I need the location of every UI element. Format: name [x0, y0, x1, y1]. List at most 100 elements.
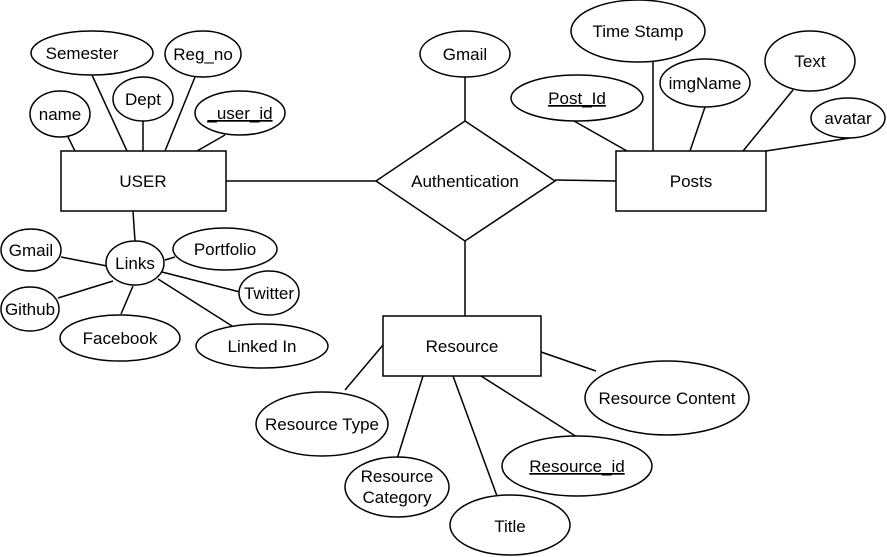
connector-resource-content — [540, 351, 597, 372]
connectors — [57, 62, 851, 497]
attribute-semester-ellipse — [30, 30, 154, 76]
attribute-links-linkedin-ellipse — [195, 323, 329, 369]
entity-posts-box — [615, 150, 767, 212]
attribute-avatar-label: avatar — [824, 109, 872, 128]
attribute-avatar: avatar — [810, 97, 886, 139]
attribute-userid-ellipse — [194, 90, 286, 136]
connector-posts-imgname — [689, 106, 706, 152]
connector-links-github — [57, 280, 114, 299]
relationship-authentication: Authentication — [374, 120, 557, 242]
attribute-links-gmail-label: Gmail — [9, 241, 53, 260]
attribute-links: Links — [105, 240, 165, 286]
connector-links-portfolio — [164, 256, 176, 261]
attribute-semester: Semester — [30, 30, 154, 76]
attribute-resource-type: Resource Type — [255, 391, 389, 457]
attribute-postid: Post_Id — [510, 74, 644, 122]
entity-user-box — [60, 150, 227, 212]
attribute-resource-id: Resource_id — [501, 435, 653, 497]
entity-user-label: USER — [119, 172, 166, 191]
attribute-regno-ellipse — [164, 30, 242, 78]
attribute-resource-type-ellipse — [255, 391, 389, 457]
attribute-links-facebook-ellipse — [59, 314, 181, 362]
attribute-links-gmail-ellipse — [0, 228, 62, 272]
attribute-userid-label: _user_id — [206, 104, 272, 123]
connector-user-links — [132, 210, 136, 242]
attribute-avatar-ellipse — [810, 97, 886, 139]
attribute-links-github-ellipse — [0, 286, 60, 332]
attribute-text-label: Text — [794, 52, 825, 71]
attribute-auth-gmail: Gmail — [419, 30, 511, 78]
attribute-auth-gmail-label: Gmail — [443, 45, 487, 64]
attribute-userid: _user_id — [194, 90, 286, 136]
attribute-postid-ellipse — [510, 74, 644, 122]
attribute-links-facebook-label: Facebook — [83, 329, 158, 348]
attribute-resource-id-label: Resource_id — [529, 457, 624, 476]
attribute-text: Text — [764, 30, 856, 92]
attribute-links-twitter: Twitter — [238, 270, 300, 316]
connector-user-regno — [164, 76, 196, 152]
attribute-links-label: Links — [115, 254, 155, 273]
attribute-regno: Reg_no — [164, 30, 242, 78]
attribute-timestamp-ellipse — [570, 0, 706, 63]
entity-resource: Resource — [382, 315, 542, 377]
entity-user: USER — [60, 150, 227, 212]
attribute-resource-category-label-line2: Category — [363, 488, 432, 507]
entity-resource-label: Resource — [426, 337, 499, 356]
attribute-links-linkedin-label: Linked In — [228, 337, 297, 356]
attribute-resource-content-label: Resource Content — [598, 389, 735, 408]
attribute-resource-category-ellipse — [344, 456, 450, 518]
attribute-auth-gmail-ellipse — [419, 30, 511, 78]
attribute-imgname-label: imgName — [669, 74, 742, 93]
attribute-links-portfolio-ellipse — [172, 227, 278, 271]
attribute-dept: Dept — [112, 76, 174, 122]
attribute-links-gmail: Gmail — [0, 228, 62, 272]
entity-posts: Posts — [615, 150, 767, 212]
attribute-links-github-label: Github — [5, 300, 55, 319]
attribute-resource-type-label: Resource Type — [265, 415, 379, 434]
attribute-links-linkedin: Linked In — [195, 323, 329, 369]
connector-links-gmail — [60, 256, 108, 267]
attribute-title: Title — [449, 494, 571, 556]
attribute-timestamp: Time Stamp — [570, 0, 706, 63]
connector-authentication-posts — [554, 179, 617, 182]
connector-resource-title — [452, 375, 498, 497]
attribute-postid-label: Post_Id — [548, 89, 606, 108]
attribute-title-ellipse — [449, 494, 571, 556]
attribute-links-twitter-ellipse — [238, 270, 300, 316]
connector-posts-avatar — [765, 137, 851, 152]
attribute-links-portfolio-label: Portfolio — [194, 240, 256, 259]
attribute-links-portfolio: Portfolio — [172, 227, 278, 271]
attribute-links-github: Github — [0, 286, 60, 332]
attribute-imgname-ellipse — [659, 58, 751, 108]
attribute-dept-label: Dept — [125, 90, 161, 109]
attribute-name-ellipse — [29, 90, 91, 138]
relationship-authentication-label: Authentication — [411, 172, 519, 191]
relationship-authentication-diamond — [374, 120, 557, 242]
connector-resource-category — [396, 375, 424, 460]
connector-resource-type — [344, 344, 384, 391]
connector-user-userid — [196, 134, 226, 152]
connector-user-semester — [91, 74, 128, 152]
attribute-semester-label: Semester — [46, 44, 119, 63]
attribute-resource-content: Resource Content — [584, 360, 750, 436]
attribute-resource-category: Resource Category — [344, 456, 450, 518]
attribute-timestamp-label: Time Stamp — [592, 22, 683, 41]
connector-links-linkedin — [157, 278, 233, 327]
attribute-resource-id-ellipse — [501, 435, 653, 497]
attribute-regno-label: Reg_no — [173, 45, 233, 64]
connector-posts-text — [742, 89, 794, 152]
entity-posts-label: Posts — [670, 172, 713, 191]
connector-links-facebook — [120, 285, 134, 315]
attribute-text-ellipse — [764, 30, 856, 92]
connector-user-name — [67, 136, 76, 152]
attribute-links-twitter-label: Twitter — [244, 284, 294, 303]
attribute-links-ellipse — [105, 240, 165, 286]
entity-resource-box — [382, 315, 542, 377]
attribute-dept-ellipse — [112, 76, 174, 122]
attribute-imgname: imgName — [659, 58, 751, 108]
attribute-links-facebook: Facebook — [59, 314, 181, 362]
attribute-name-label: name — [39, 105, 82, 124]
attribute-title-label: Title — [494, 517, 526, 536]
attribute-resource-content-ellipse — [584, 360, 750, 436]
